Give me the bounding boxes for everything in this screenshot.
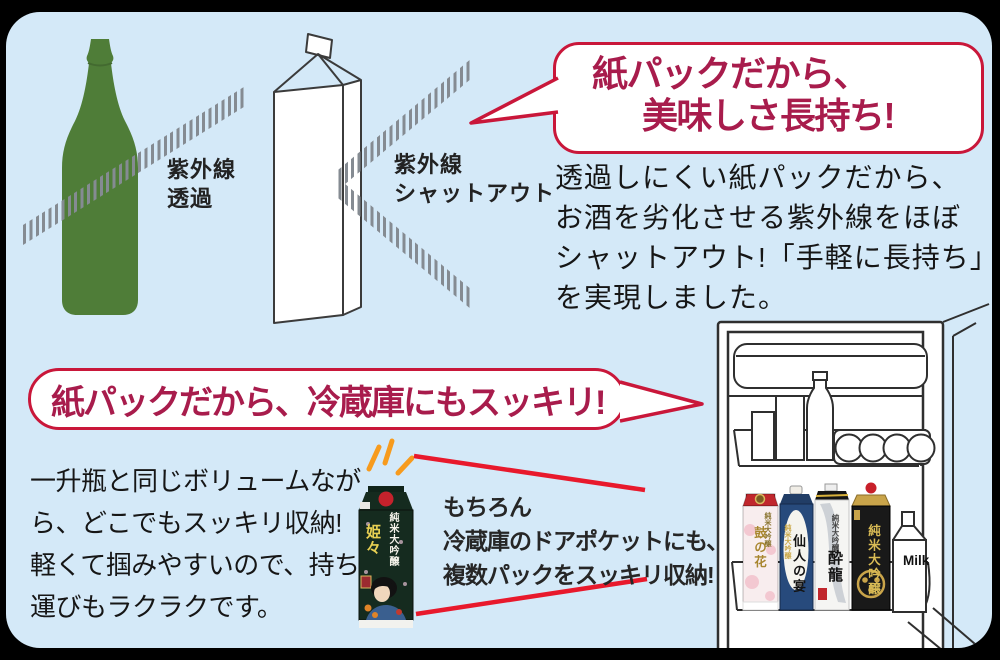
fridge-body-text: 一升瓶と同じボリュームなが ら、どこでもスッキリ収納! 軽くて掴みやすいので、持…	[30, 460, 361, 628]
fridge-body-line: 軽くて掴みやすいので、持ち	[30, 550, 360, 580]
callout-lines	[413, 453, 648, 617]
paper-carton-illustration	[273, 33, 362, 324]
fridge-body-line: ら、どこでもスッキリ収納!	[30, 508, 342, 538]
door-pack4-name: 純米大吟醸	[866, 524, 880, 597]
fridge-door-illustration	[716, 303, 990, 648]
sparkle-icon	[366, 438, 414, 476]
headline-freshness-line2: 美味しさ長持ち!	[642, 95, 896, 136]
uv-body-line: 透過しにくい紙パックだから、	[555, 162, 961, 193]
featured-pack-photo: 純米大吟醸 姫々	[354, 484, 418, 632]
door-pack2-name: 仙人の宴	[791, 534, 806, 594]
featured-pack-name: 姫々	[364, 524, 381, 556]
milk-carton-label: Milk	[903, 553, 930, 568]
uv-body-line: シャットアウト!「手軽に長持ち」	[555, 242, 992, 273]
door-pack1-name: 鼓の花	[752, 526, 766, 570]
bubble-tail-right-icon	[619, 380, 704, 423]
headline-bubble-fridge: 紙パックだから、冷蔵庫にもスッキリ!	[28, 368, 626, 430]
uv-through-label-line2: 透過	[167, 186, 214, 211]
callout-line: 冷蔵庫のドアポケットにも、	[443, 528, 729, 554]
door-pack2-grade: 純米大吟醸	[784, 524, 791, 559]
fridge-body-line: 一升瓶と同じボリュームなが	[30, 466, 361, 496]
uv-shutout-label-line2: シャットアウト	[394, 181, 556, 206]
uv-body-text: 透過しにくい紙パックだから、 お酒を劣化させる紫外線をほぼ シャットアウト!「手…	[555, 158, 992, 318]
uv-shutout-label-line1: 紫外線	[394, 152, 464, 177]
uv-through-label-line1: 紫外線	[167, 157, 237, 182]
uv-body-line: お酒を劣化させる紫外線をほぼ	[555, 202, 962, 233]
uv-shutout-label: 紫外線 シャットアウト	[394, 150, 555, 208]
uv-body-line: を実現しました。	[555, 282, 788, 313]
callout-line: 複数パックをスッキリ収納!	[443, 562, 715, 588]
door-pack3-name: 酔龍	[826, 550, 843, 584]
featured-pack-grade: 純米大吟醸	[387, 512, 398, 567]
bubble-tail-left-icon	[469, 76, 559, 125]
door-pack1-grade: 純米大吟醸	[764, 512, 771, 547]
door-pack3-grade: 純米大吟醸	[831, 514, 840, 552]
headline-bubble-freshness: 紙パックだから、 美味しさ長持ち!	[553, 42, 984, 154]
callout-line: もちろん	[443, 494, 532, 520]
fridge-body-line: 運びもラクラクです。	[30, 592, 283, 622]
door-pocket-callout-text: もちろん 冷蔵庫のドアポケットにも、 複数パックをスッキリ収納!	[443, 490, 729, 592]
uv-through-label: 紫外線 透過	[167, 155, 236, 213]
headline-freshness-line1: 紙パックだから、	[592, 53, 870, 94]
featured-pack-art	[358, 486, 414, 628]
headline-fridge-text: 紙パックだから、冷蔵庫にもスッキリ!	[51, 383, 606, 422]
flyer-card: 紫外線 透過 紫外線 シャットアウト 紙パックだから、 美味しさ長持ち! 透過し…	[6, 12, 992, 648]
